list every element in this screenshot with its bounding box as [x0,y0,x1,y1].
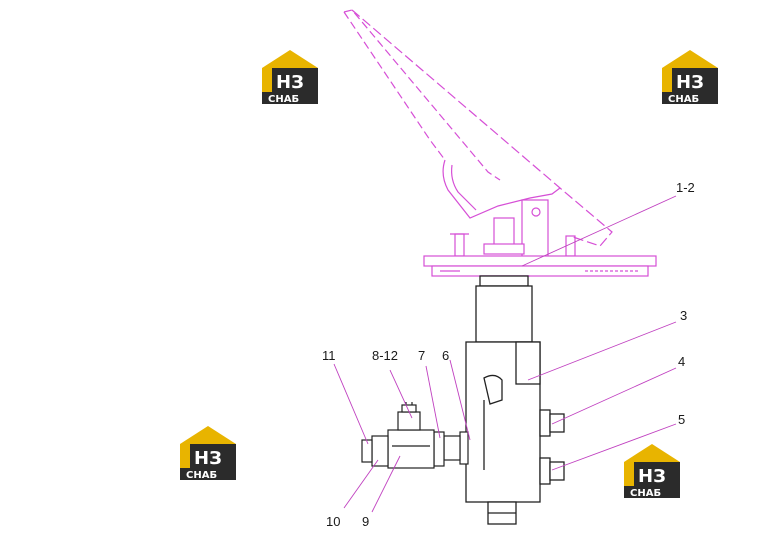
fitting-line [361,402,469,469]
svg-text:СНАБ: СНАБ [268,94,299,105]
callout-11: 11 [322,348,336,363]
callout-9: 9 [362,514,369,529]
watermark-logo: НЗ СНАБ [620,440,684,500]
callout-1-2: 1-2 [676,180,695,195]
callout-4: 4 [678,354,685,369]
callout-5: 5 [678,412,685,427]
svg-text:СНАБ: СНАБ [630,488,661,499]
watermark-logo: НЗ СНАБ [176,422,240,482]
svg-text:СНАБ: СНАБ [186,470,217,481]
callout-labels: 1-2 3 4 5 6 7 8-12 11 10 9 [322,180,695,529]
callout-7: 7 [418,348,425,363]
callout-8-12: 8-12 [372,348,398,363]
svg-text:НЗ: НЗ [194,448,222,469]
brake-pedal [343,9,657,277]
callout-10: 10 [326,514,340,529]
leader-lines [333,195,677,513]
watermark-logo: НЗ СНАБ [258,46,322,106]
svg-text:НЗ: НЗ [638,466,666,487]
valve-body [465,275,565,525]
watermark-logo: НЗ СНАБ [658,46,722,106]
svg-text:НЗ: НЗ [276,72,304,93]
svg-text:НЗ: НЗ [676,72,704,93]
callout-6: 6 [442,348,449,363]
svg-text:СНАБ: СНАБ [668,94,699,105]
callout-3: 3 [680,308,687,323]
